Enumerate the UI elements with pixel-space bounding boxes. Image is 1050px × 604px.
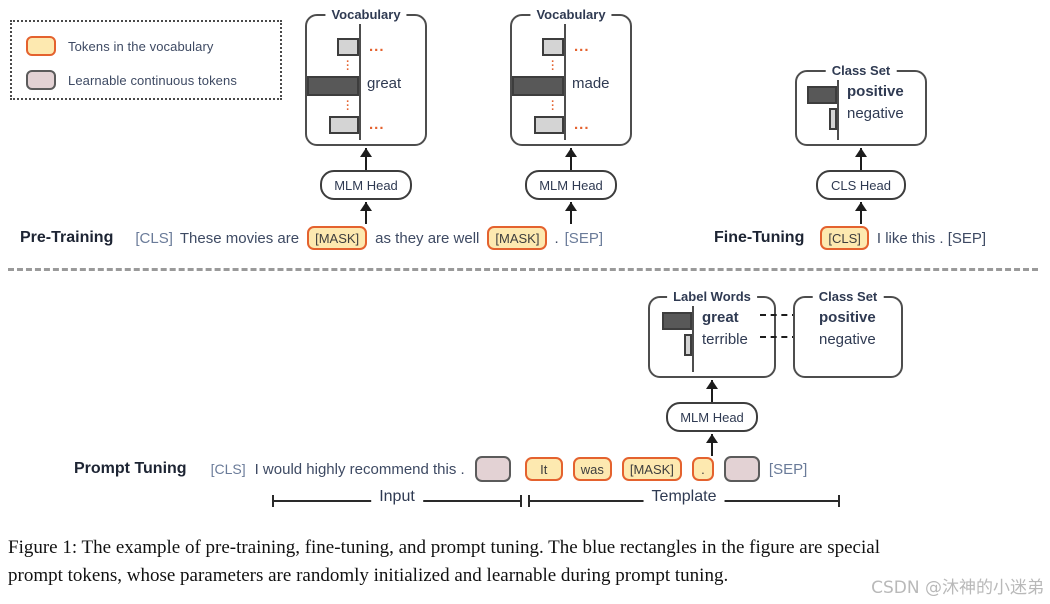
- mlm-head-2-label: MLM Head: [539, 177, 603, 193]
- finetuning-cls-token[interactable]: [CLS]: [820, 226, 869, 250]
- vocab1-vdots-upper: ···: [346, 56, 350, 76]
- labelwords-axis: [692, 306, 694, 372]
- vocab2-bottom-dots: ...: [574, 116, 590, 133]
- stage-label-pretraining: Pre-Training: [20, 229, 114, 246]
- vocab2-selected-word: made: [572, 75, 610, 92]
- caption-line-2: prompt tokens, whose parameters are rand…: [8, 565, 729, 586]
- vocab1-selected-word: great: [367, 75, 402, 92]
- arrow-clstoken-to-clshead: [855, 202, 867, 224]
- mlm-head-2: MLM Head: [525, 170, 617, 200]
- vocabulary-panel-1-title: Vocabulary: [325, 7, 407, 22]
- pretraining-mask-token-1[interactable]: [MASK]: [307, 226, 368, 250]
- class-set-panel-finetune-title: Class Set: [825, 63, 897, 78]
- pretraining-cls-token: [CLS]: [135, 229, 173, 247]
- pretraining-segment-2: as they are well: [375, 229, 480, 247]
- input-span-label: Input: [371, 488, 423, 506]
- vocabulary-panel-2: ... ··· made ··· ...: [510, 14, 632, 146]
- labelwords-bar-terrible: [684, 334, 692, 356]
- labelwords-bar-great: [662, 312, 692, 330]
- input-span-bracket: Input: [272, 488, 522, 508]
- mlm-head-3: MLM Head: [666, 402, 758, 432]
- arrow-mask2-to-mlmhead2: [565, 202, 577, 224]
- mlm-head-3-label: MLM Head: [680, 409, 744, 425]
- vocab1-top-dots: ...: [369, 38, 385, 55]
- finetuning-row: Fine-Tuning [CLS] I like this . [SEP]: [714, 226, 986, 250]
- classset-pt-label-negative: negative: [819, 331, 876, 348]
- pretraining-sep-token: [SEP]: [564, 229, 603, 247]
- pretraining-row: Pre-Training [CLS] These movies are [MAS…: [20, 226, 603, 250]
- template-mask-token[interactable]: [MASK]: [621, 457, 682, 481]
- cls-head: CLS Head: [816, 170, 906, 200]
- vocab1-bar-top: [337, 38, 359, 56]
- vocab2-vdots-upper: ···: [551, 56, 555, 76]
- arrow-promptmask-to-mlmhead3: [706, 434, 718, 456]
- template-token-was[interactable]: was: [572, 457, 612, 481]
- prompttuning-row: Prompt Tuning [CLS] I would highly recom…: [74, 456, 807, 482]
- cls-head-label: CLS Head: [831, 177, 891, 193]
- labelwords-label-great: great: [702, 309, 739, 326]
- template-token-period[interactable]: .: [691, 457, 714, 481]
- classset-ft-axis: [837, 80, 839, 140]
- arrow-clshead-to-classset: [855, 148, 867, 170]
- labelwords-label-terrible: terrible: [702, 331, 748, 348]
- pretraining-period: .: [554, 229, 559, 247]
- legend-item-learnable: Learnable continuous tokens: [26, 68, 237, 92]
- csdn-watermark: CSDN @沐神的小迷弟: [871, 578, 1044, 598]
- vocab1-vdots-lower: ···: [346, 96, 350, 116]
- prompttuning-sep-token: [SEP]: [768, 460, 808, 478]
- vocabulary-panel-2-title: Vocabulary: [530, 7, 612, 22]
- stage-label-finetuning: Fine-Tuning: [714, 229, 805, 246]
- class-set-panel-prompt: positive negative: [793, 296, 903, 378]
- legend-box: Tokens in the vocabulary Learnable conti…: [10, 20, 282, 100]
- arrow-mlmhead2-to-vocab2: [565, 148, 577, 170]
- template-span-bracket: Template: [528, 488, 840, 508]
- arrow-mask1-to-mlmhead1: [360, 202, 372, 224]
- vocab2-axis: [564, 24, 566, 140]
- finetuning-sentence-text: I like this . [SEP]: [876, 229, 987, 247]
- vocab2-bar-bottom: [534, 116, 564, 134]
- vocab1-bar-bottom: [329, 116, 359, 134]
- mlm-head-1-label: MLM Head: [334, 177, 398, 193]
- legend-label-learnable: Learnable continuous tokens: [68, 72, 237, 88]
- arrow-mlmhead3-to-labelwords: [706, 380, 718, 402]
- label-words-panel-title: Label Words: [667, 289, 757, 304]
- legend-item-vocab: Tokens in the vocabulary: [26, 34, 213, 58]
- classset-ft-bar-positive: [807, 86, 837, 104]
- class-set-panel-finetune: positive negative: [795, 70, 927, 146]
- vocab1-axis: [359, 24, 361, 140]
- template-token-it[interactable]: It: [524, 457, 563, 481]
- legend-label-vocab: Tokens in the vocabulary: [68, 38, 214, 54]
- section-divider: [8, 268, 1038, 271]
- prompttuning-input-text: I would highly recommend this .: [254, 460, 465, 478]
- classset-ft-label-positive: positive: [847, 83, 904, 100]
- prompttuning-cls-token: [CLS]: [210, 461, 246, 477]
- vocabulary-panel-1: ... ··· great ··· ...: [305, 14, 427, 146]
- learnable-token-swatch: [26, 70, 56, 90]
- stage-label-prompttuning: Prompt Tuning: [74, 460, 187, 477]
- vocab2-vdots-lower: ···: [551, 96, 555, 116]
- caption-line-1: Figure 1: The example of pre-training, f…: [8, 537, 880, 558]
- soft-prompt-token-2[interactable]: [723, 456, 760, 482]
- vocab2-bar-top: [542, 38, 564, 56]
- vocab1-bottom-dots: ...: [369, 116, 385, 133]
- classset-pt-label-positive: positive: [819, 309, 876, 326]
- vocab2-bar-selected: [512, 76, 564, 96]
- vocab1-bar-selected: [307, 76, 359, 96]
- figure-caption: Figure 1: The example of pre-training, f…: [8, 534, 1042, 590]
- pretraining-segment-1: These movies are: [179, 229, 300, 247]
- vocab-token-swatch: [26, 36, 56, 56]
- soft-prompt-token-1[interactable]: [474, 456, 511, 482]
- arrow-mlmhead1-to-vocab1: [360, 148, 372, 170]
- mlm-head-1: MLM Head: [320, 170, 412, 200]
- vocab2-top-dots: ...: [574, 38, 590, 55]
- classset-ft-bar-negative: [829, 108, 837, 130]
- classset-ft-label-negative: negative: [847, 105, 904, 122]
- label-words-panel: great terrible: [648, 296, 776, 378]
- pretraining-mask-token-2[interactable]: [MASK]: [487, 226, 548, 250]
- template-span-label: Template: [643, 488, 725, 506]
- class-set-panel-prompt-title: Class Set: [812, 289, 884, 304]
